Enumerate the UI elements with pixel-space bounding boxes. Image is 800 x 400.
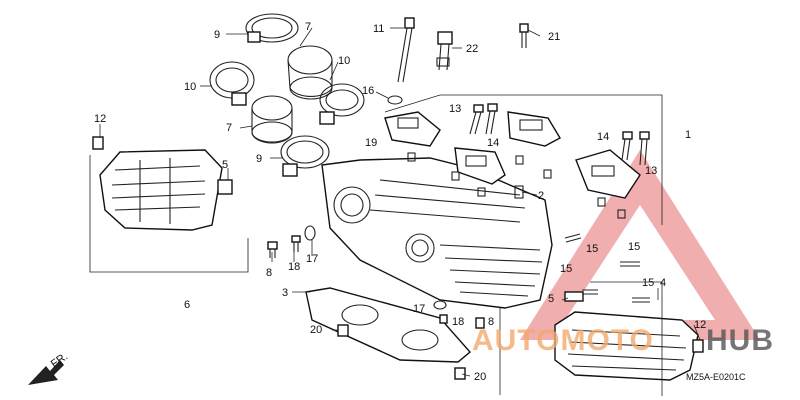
rocker-holder-rear (575, 149, 641, 199)
intake-rubber-lower (251, 95, 293, 144)
spark-plug (436, 31, 453, 71)
callout-17-left: 17 (306, 253, 318, 265)
leader-lines (99, 27, 701, 377)
callout-7-lower: 7 (226, 122, 232, 134)
callout-20-left: 20 (310, 324, 322, 336)
small-fasteners-left (267, 225, 316, 258)
callout-16: 16 (362, 85, 374, 97)
callout-8-lower: 8 (488, 316, 494, 328)
callout-4: 4 (660, 277, 666, 289)
callout-12-left: 12 (94, 113, 106, 125)
callout-1: 1 (685, 129, 691, 141)
rocker-holder-right (507, 111, 561, 147)
callout-8-left: 8 (266, 267, 272, 279)
cylinder-head (321, 157, 553, 309)
watermark-text: AUTOMOTO HUB (472, 324, 774, 357)
callout-7-upper: 7 (305, 21, 311, 33)
dowel-20-right (454, 367, 466, 380)
callout-5-right: 5 (548, 293, 554, 305)
callout-14-left: 14 (487, 137, 499, 149)
dowel-pins (407, 152, 626, 219)
bolt-18-lower (439, 314, 448, 324)
callout-9-lower: 9 (256, 153, 262, 165)
callout-12-right: 12 (694, 319, 706, 331)
watermark-brand-left: AUTOMOTO (472, 324, 654, 357)
callout-19: 19 (365, 137, 377, 149)
callout-5-left: 5 (222, 159, 228, 171)
washer-17-lower (433, 300, 447, 310)
cover-group-frame-right (590, 281, 663, 396)
bolts-13-14 (469, 103, 650, 166)
callout-21: 21 (548, 31, 560, 43)
callout-6: 6 (184, 299, 190, 311)
watermark-brand-right: HUB (706, 324, 774, 357)
intake-clamp-right (319, 83, 365, 125)
callout-10-left: 10 (184, 81, 196, 93)
intake-clamp-left (209, 61, 255, 106)
callout-15-b: 15 (628, 241, 640, 253)
callout-3: 3 (282, 287, 288, 299)
intake-rubber-upper (287, 45, 333, 100)
rocker-holder-middle (454, 147, 506, 185)
rocker-holder-upper (384, 111, 441, 147)
stud-bolt-long (397, 17, 415, 83)
callout-15-d: 15 (642, 277, 654, 289)
studs-15 (564, 233, 650, 303)
cover-group-frame-left (89, 155, 249, 273)
callout-20-right: 20 (474, 371, 486, 383)
head-cover-left (92, 136, 233, 231)
callout-17-lower: 17 (413, 303, 425, 315)
callout-13-left: 13 (449, 103, 461, 115)
callout-13-right: 13 (645, 165, 657, 177)
callout-2: 2 (538, 190, 544, 202)
front-label: FR. (49, 350, 70, 370)
dowel-20-left (337, 324, 349, 337)
callout-18-left: 18 (288, 261, 300, 273)
callout-15-a: 15 (586, 243, 598, 255)
front-arrow-icon (28, 360, 64, 385)
head-gasket (305, 287, 472, 363)
callout-9-upper: 9 (214, 29, 220, 41)
bolt-21 (519, 23, 529, 48)
washer-16 (387, 95, 403, 105)
callout-22: 22 (466, 43, 478, 55)
callout-labels: 1 2 3 4 5 5 6 7 7 8 8 9 9 10 10 11 12 12… (94, 21, 706, 383)
callout-15-c: 15 (560, 263, 572, 275)
group-frame-top (384, 94, 663, 225)
diagram-code: MZ5A-E0201C (686, 372, 746, 382)
callout-14-right: 14 (597, 131, 609, 143)
callout-10-right: 10 (338, 55, 350, 67)
callout-11: 11 (373, 23, 384, 35)
callout-18-lower: 18 (452, 316, 464, 328)
bolt-8-lower (475, 317, 485, 329)
intake-clamp-lower (280, 135, 330, 177)
intake-clamp-upper (245, 13, 299, 43)
